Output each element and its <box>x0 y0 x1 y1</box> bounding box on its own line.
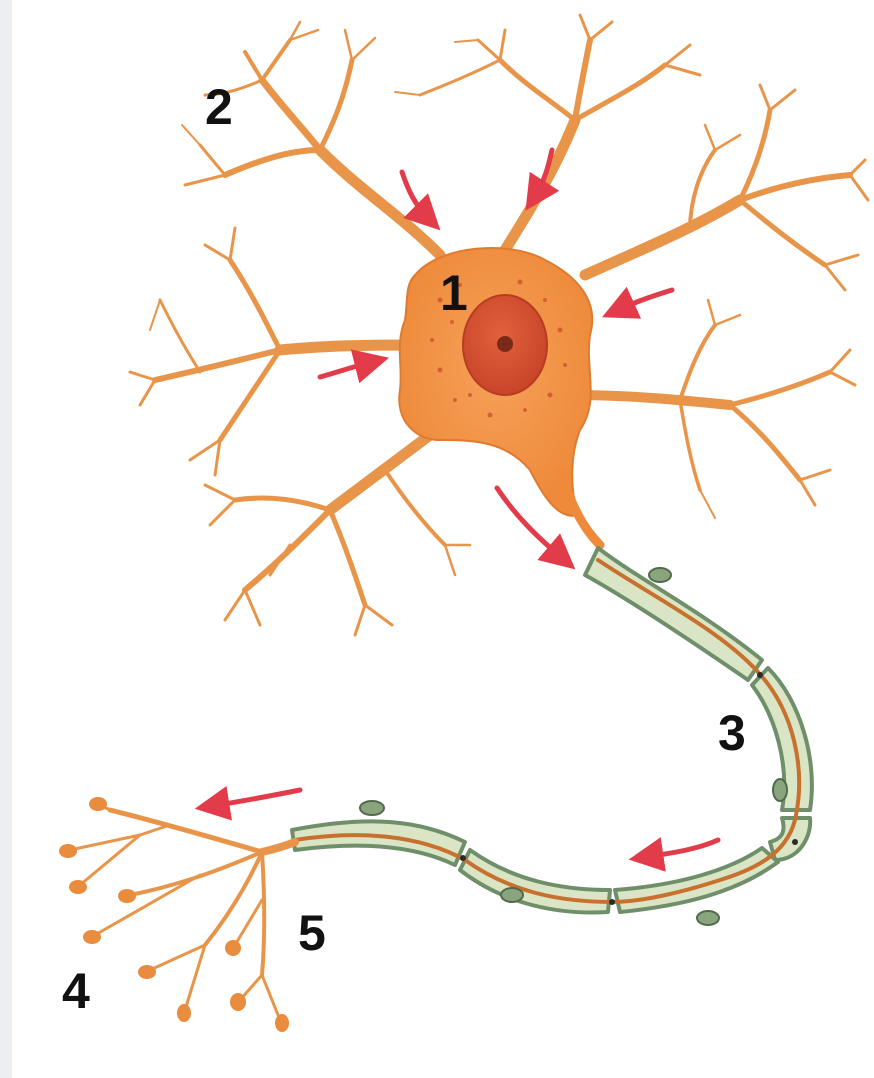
label-4: 4 <box>62 966 90 1016</box>
label-2: 2 <box>205 82 233 132</box>
label-1: 1 <box>440 268 468 318</box>
signal-direction-arrow <box>320 362 372 377</box>
signal-direction-arrow <box>646 840 718 857</box>
dendrite-right-upper <box>585 200 740 275</box>
nucleolus <box>497 336 513 352</box>
signal-direction-arrow <box>402 172 428 218</box>
myelin-segment-4 <box>615 848 778 912</box>
dendrite-upper-left <box>320 150 440 255</box>
label-5: 5 <box>298 908 326 958</box>
signal-direction-arrow <box>618 290 672 310</box>
signal-direction-arrow <box>212 790 300 806</box>
myelin-segment-6 <box>292 821 465 865</box>
dendrite-right-lower <box>575 395 730 405</box>
label-3: 3 <box>718 708 746 758</box>
axon-terminals <box>70 804 295 1020</box>
cell-body <box>399 248 600 545</box>
